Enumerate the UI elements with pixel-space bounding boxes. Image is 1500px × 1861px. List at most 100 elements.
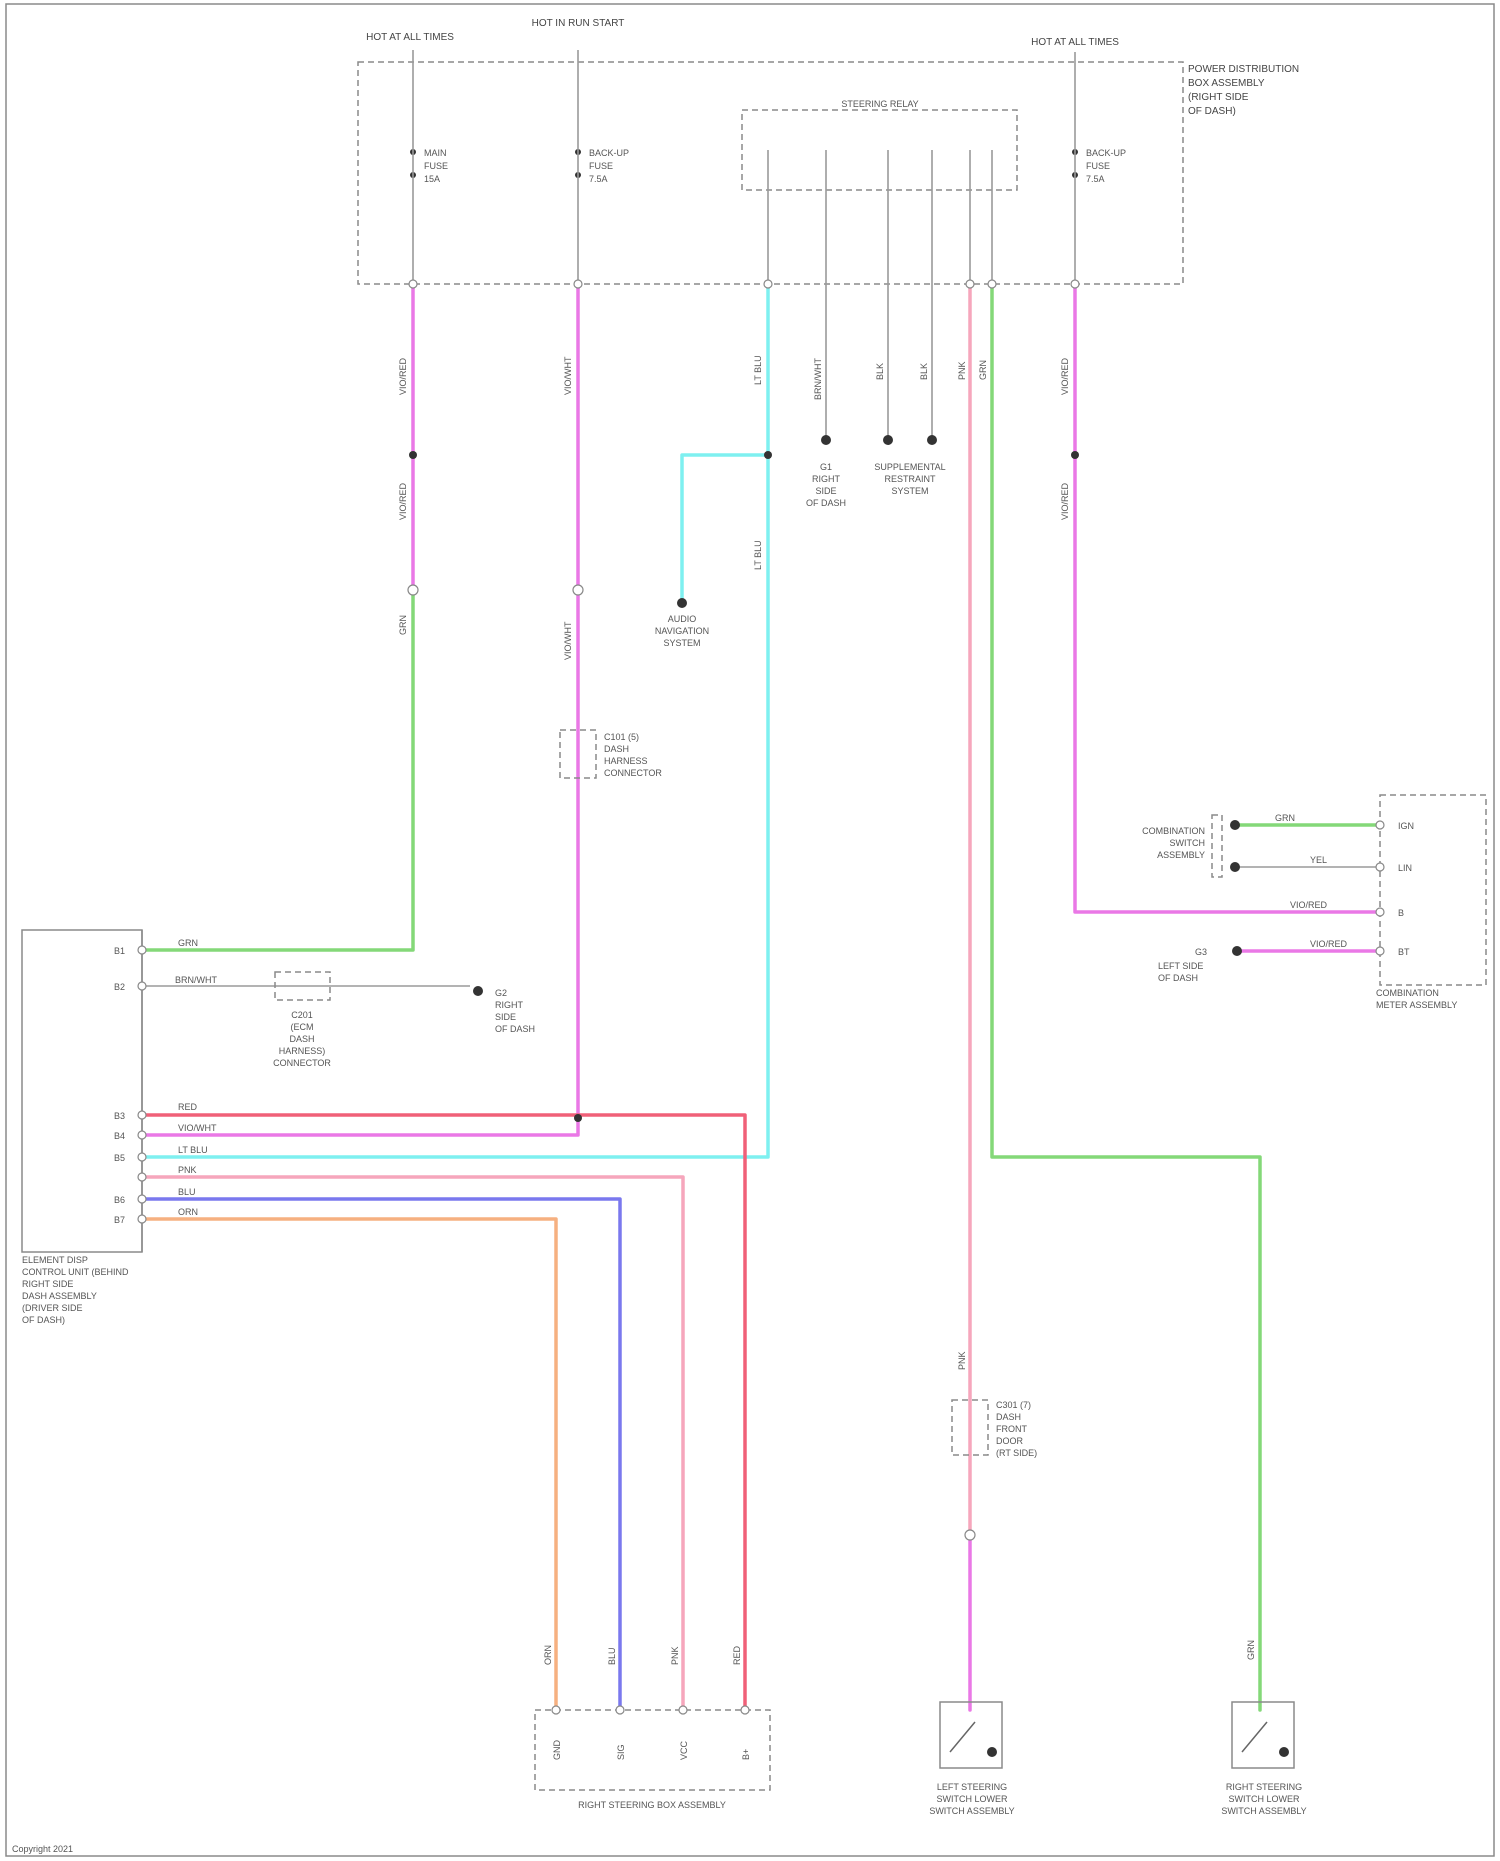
svg-text:NAVIGATION: NAVIGATION: [655, 626, 709, 636]
wire-code-h1: GRN: [178, 938, 198, 948]
svg-text:SIDE: SIDE: [815, 486, 836, 496]
ground-1-label: G1 RIGHT SIDE OF DASH: [806, 462, 846, 508]
svg-text:B: B: [1398, 908, 1404, 918]
svg-text:RIGHT: RIGHT: [812, 474, 841, 484]
wire-code-18: BLU: [607, 1647, 617, 1665]
svg-text:SWITCH ASSEMBLY: SWITCH ASSEMBLY: [929, 1806, 1014, 1816]
svg-text:SWITCH LOWER: SWITCH LOWER: [1229, 1794, 1300, 1804]
svg-text:B2: B2: [114, 982, 125, 992]
svg-text:VCC: VCC: [679, 1740, 689, 1760]
svg-text:G3: G3: [1195, 947, 1207, 957]
svg-text:CONNECTOR: CONNECTOR: [273, 1058, 331, 1068]
fuse-2-label-1: BACK-UP: [589, 148, 629, 158]
fuse-2-label-2: FUSE: [589, 161, 613, 171]
svg-text:DASH: DASH: [996, 1412, 1021, 1422]
wire-blue-1: [142, 1199, 620, 1710]
wire-code-h2: BRN/WHT: [175, 975, 217, 985]
svg-text:IGN: IGN: [1398, 821, 1414, 831]
left-steering-switch: LEFT STEERING SWITCH LOWER SWITCH ASSEMB…: [929, 1702, 1014, 1816]
wire-code-h10: YEL: [1310, 855, 1327, 865]
splices: [409, 435, 1242, 1122]
svg-text:RIGHT: RIGHT: [495, 1000, 524, 1010]
wire-orange-1: [142, 1219, 556, 1710]
svg-text:BT: BT: [1398, 947, 1410, 957]
svg-text:C201: C201: [291, 1010, 313, 1020]
footer-text: Copyright 2021: [12, 1844, 73, 1854]
fuse-box-label-4: OF DASH): [1188, 106, 1236, 117]
svg-text:G1: G1: [820, 462, 832, 472]
svg-text:AUDIO: AUDIO: [668, 614, 697, 624]
svg-text:OF DASH: OF DASH: [495, 1024, 535, 1034]
svg-text:B+: B+: [741, 1749, 751, 1760]
relay-label: STEERING RELAY: [841, 99, 918, 109]
top-label-1: HOT AT ALL TIMES: [366, 32, 454, 43]
wire-codes: VIO/RED VIO/RED GRN VIO/WHT VIO/WHT LT B…: [175, 355, 1348, 1665]
fuse-3: BACK-UP FUSE 7.5A: [1072, 148, 1126, 184]
svg-text:SWITCH ASSEMBLY: SWITCH ASSEMBLY: [1221, 1806, 1306, 1816]
svg-text:SYSTEM: SYSTEM: [891, 486, 928, 496]
wire-red-1: [142, 1115, 745, 1710]
svg-text:CONNECTOR: CONNECTOR: [604, 768, 662, 778]
right-steering-box: GND SIG VCC B+ RIGHT STEERING BOX ASSEMB…: [535, 1710, 770, 1810]
wire-code-11: PNK: [957, 361, 967, 380]
svg-text:RIGHT STEERING BOX ASSEMBLY: RIGHT STEERING BOX ASSEMBLY: [578, 1800, 726, 1810]
svg-text:DOOR: DOOR: [996, 1436, 1024, 1446]
fuse-3-label-1: BACK-UP: [1086, 148, 1126, 158]
connector-1: C101 (5) DASH HARNESS CONNECTOR: [560, 730, 662, 778]
svg-text:OF DASH: OF DASH: [806, 498, 846, 508]
relay-box: [742, 110, 1017, 190]
fuse-2: BACK-UP FUSE 7.5A: [575, 148, 629, 184]
svg-text:SIDE: SIDE: [495, 1012, 516, 1022]
wire-cyan-branch: [682, 455, 768, 603]
audio-label: AUDIO NAVIGATION SYSTEM: [655, 614, 709, 648]
junction-label: SUPPLEMENTAL RESTRAINT SYSTEM: [874, 462, 945, 496]
svg-text:FRONT: FRONT: [996, 1424, 1027, 1434]
fuse-2-label-3: 7.5A: [589, 174, 608, 184]
wire-code-2: VIO/RED: [398, 482, 408, 520]
wire-code-16: GRN: [1246, 1640, 1256, 1660]
svg-text:HARNESS: HARNESS: [604, 756, 648, 766]
wire-code-3: GRN: [398, 615, 408, 635]
svg-text:(RT SIDE): (RT SIDE): [996, 1448, 1037, 1458]
svg-text:METER ASSEMBLY: METER ASSEMBLY: [1376, 1000, 1457, 1010]
fuse-3-label-2: FUSE: [1086, 161, 1110, 171]
wire-code-10: BLK: [919, 363, 929, 380]
wire-code-12: GRN: [978, 360, 988, 380]
wire-code-9: BLK: [875, 363, 885, 380]
svg-text:DASH: DASH: [289, 1034, 314, 1044]
ground-3-label: G3 LEFT SIDE OF DASH: [1158, 947, 1207, 983]
connector-3: C301 (7) DASH FRONT DOOR (RT SIDE): [952, 1400, 1037, 1458]
wire-code-h9: GRN: [1275, 813, 1295, 823]
fuse-1-label-2: FUSE: [424, 161, 448, 171]
svg-text:DASH ASSEMBLY: DASH ASSEMBLY: [22, 1291, 97, 1301]
wire-green-2: [992, 284, 1260, 1710]
svg-text:COMBINATION: COMBINATION: [1376, 988, 1439, 998]
svg-text:G2: G2: [495, 988, 507, 998]
fuse-box-label-1: POWER DISTRIBUTION: [1188, 64, 1299, 75]
svg-text:CONTROL UNIT (BEHIND: CONTROL UNIT (BEHIND: [22, 1267, 129, 1277]
svg-text:LEFT STEERING: LEFT STEERING: [937, 1782, 1007, 1792]
svg-text:SWITCH: SWITCH: [1170, 838, 1206, 848]
svg-text:(ECM: (ECM: [291, 1022, 314, 1032]
fuse-box-outline: [358, 62, 1183, 284]
svg-text:OF DASH): OF DASH): [22, 1315, 65, 1325]
wire-code-19: PNK: [670, 1646, 680, 1665]
wire-code-h5: LT BLU: [178, 1145, 208, 1155]
wire-code-17: ORN: [543, 1645, 553, 1665]
wire-code-15: PNK: [957, 1351, 967, 1370]
wire-code-h3: RED: [178, 1102, 198, 1112]
wire-code-14: VIO/RED: [1060, 482, 1070, 520]
ground-2-label: G2 RIGHT SIDE OF DASH: [495, 988, 535, 1034]
fuse-box-label-3: (RIGHT SIDE: [1188, 92, 1249, 103]
svg-text:(DRIVER SIDE: (DRIVER SIDE: [22, 1303, 83, 1313]
fuse-box: POWER DISTRIBUTION BOX ASSEMBLY (RIGHT S…: [358, 62, 1299, 284]
svg-text:B3: B3: [114, 1111, 125, 1121]
wire-pink-1: [142, 1177, 683, 1710]
svg-text:SUPPLEMENTAL: SUPPLEMENTAL: [874, 462, 945, 472]
svg-text:HARNESS): HARNESS): [279, 1046, 326, 1056]
svg-text:LIN: LIN: [1398, 863, 1412, 873]
svg-text:SIG: SIG: [616, 1744, 626, 1760]
wire-code-1: VIO/RED: [398, 357, 408, 395]
wire-green-1: [142, 590, 413, 950]
feed-lines: [413, 50, 1075, 440]
